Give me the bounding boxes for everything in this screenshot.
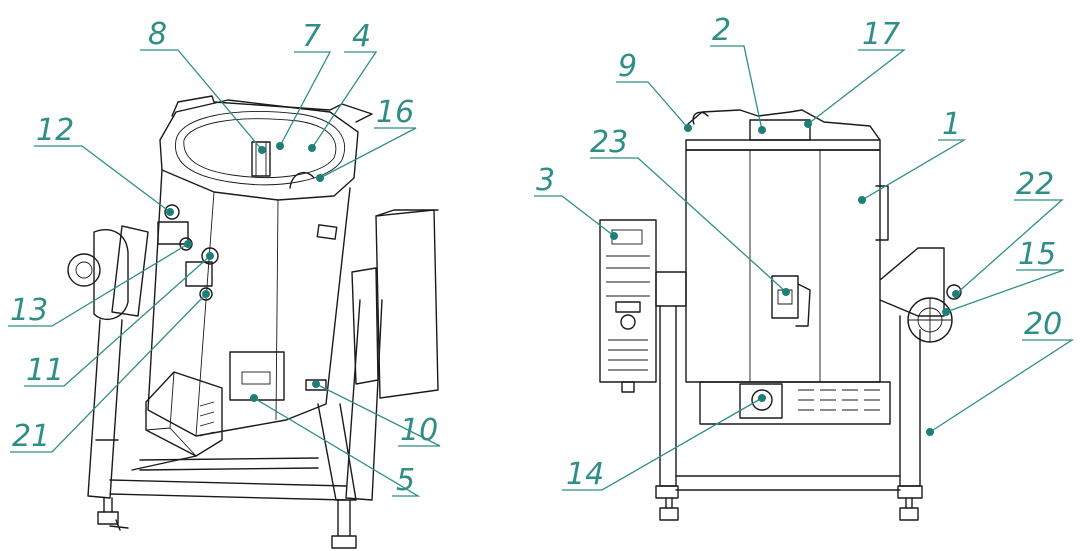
right-pivot-left	[655, 271, 687, 307]
left-frame-leg-right	[345, 299, 383, 501]
callout-13: 13	[8, 240, 192, 328]
right-foot-left	[659, 507, 679, 521]
svg-text:7: 7	[302, 19, 321, 54]
right-lower-unit	[699, 381, 891, 425]
left-foot-left	[97, 511, 119, 525]
callout-17: 17	[804, 17, 906, 128]
right-vent-slots	[798, 389, 880, 411]
svg-text:17: 17	[862, 17, 900, 52]
callout-1: 1	[858, 107, 967, 204]
svg-text:3: 3	[536, 163, 555, 198]
left-handwheel	[67, 253, 101, 287]
svg-text:1: 1	[942, 107, 961, 142]
left-stirrer-shaft	[251, 141, 271, 177]
svg-text:13: 13	[10, 293, 48, 328]
callout-21: 21	[10, 290, 210, 454]
callout-8: 8	[140, 17, 266, 154]
callout-15: 14	[562, 394, 766, 492]
callout-3: 3	[534, 163, 618, 240]
right-lid-handle	[749, 119, 811, 141]
left-kettle-body	[147, 169, 351, 437]
right-top-band	[685, 139, 881, 151]
callout-23: 23	[590, 125, 790, 296]
left-top-ring	[159, 99, 359, 201]
left-bowl-opening	[175, 111, 345, 186]
svg-text:2: 2	[712, 13, 731, 48]
left-frame-bearing	[111, 225, 149, 317]
svg-text:15: 15	[1018, 237, 1056, 272]
right-leg-left	[659, 305, 677, 487]
svg-text:12: 12	[36, 113, 74, 148]
right-foot-right	[899, 507, 919, 521]
callout-16: 16	[316, 95, 417, 182]
callout-10: 10	[312, 380, 441, 448]
callout-5: 5	[250, 394, 421, 498]
svg-text:23: 23	[590, 125, 628, 160]
left-foot-right	[331, 535, 357, 549]
right-kettle-body	[685, 149, 881, 383]
svg-text:9: 9	[618, 49, 637, 84]
svg-text:5: 5	[396, 463, 415, 498]
svg-text:20: 20	[1024, 307, 1062, 342]
callout-12: 12	[34, 113, 174, 216]
callout-14: 15	[942, 237, 1065, 316]
left-handwheel-housing	[93, 229, 129, 321]
right-pivot-right	[879, 247, 945, 317]
right-view-upright-kettle	[599, 109, 962, 521]
svg-text:22: 22	[1016, 167, 1054, 202]
callout-2: 2	[710, 13, 766, 134]
callout-20: 20	[926, 307, 1075, 436]
svg-text:14: 14	[566, 457, 604, 492]
left-view-tilted-kettle	[67, 95, 439, 549]
right-tap	[771, 275, 799, 319]
svg-text:4: 4	[352, 19, 371, 54]
right-knob	[946, 284, 962, 300]
callout-4: 4	[308, 19, 378, 152]
svg-text:21: 21	[12, 419, 50, 454]
svg-text:11: 11	[26, 353, 64, 388]
left-base-crossbar	[109, 479, 347, 501]
svg-text:8: 8	[148, 17, 167, 52]
left-side-cabinet	[375, 209, 439, 399]
callout-22: 22	[952, 167, 1064, 298]
right-lid	[687, 109, 881, 141]
svg-text:10: 10	[400, 413, 438, 448]
svg-text:16: 16	[376, 95, 414, 130]
callout-7: 7	[276, 19, 332, 150]
right-leg-right	[899, 315, 921, 487]
callout-9: 9	[616, 49, 692, 132]
left-lid-rim	[177, 95, 373, 123]
left-body-plate	[316, 224, 338, 240]
left-valve-block	[157, 221, 189, 245]
left-valve-top	[164, 204, 180, 220]
right-base-crossbar	[675, 475, 901, 491]
callout-11: 11	[24, 252, 214, 388]
